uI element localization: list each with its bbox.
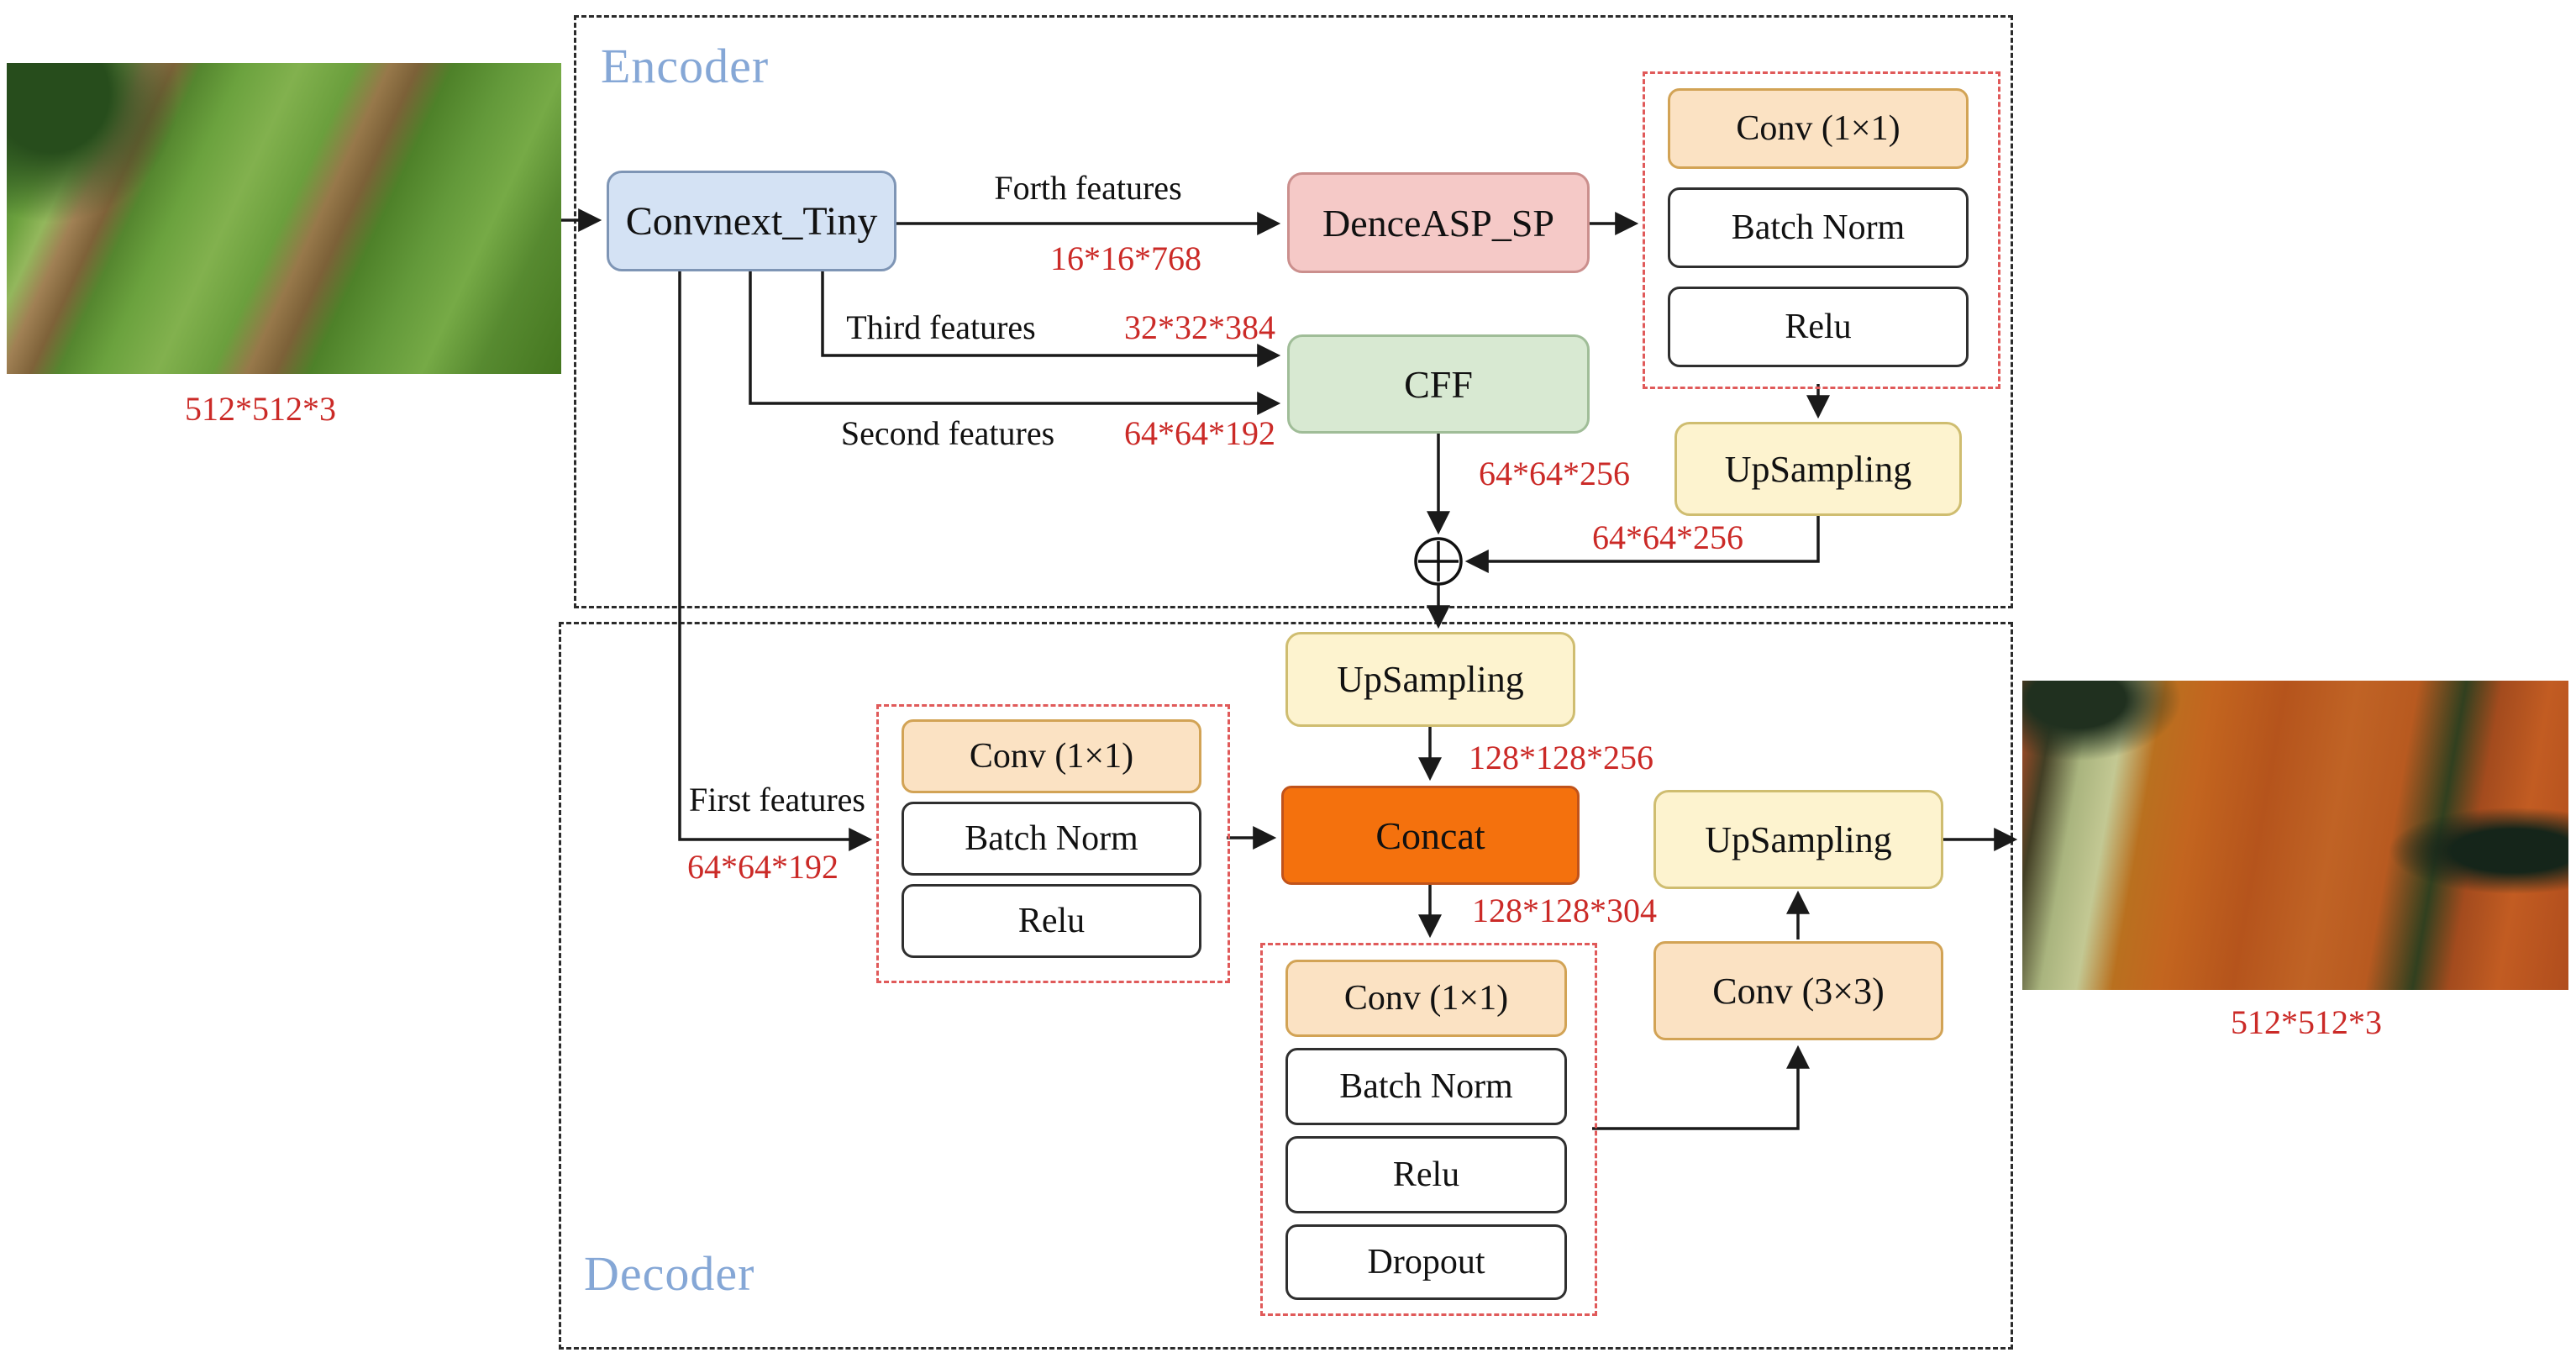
encoder-upsampling-out-dim: 64*64*256 bbox=[1592, 518, 1743, 556]
decoder-region bbox=[559, 622, 2013, 1350]
second-features-label: Second features bbox=[840, 414, 1055, 452]
output-photo bbox=[2022, 681, 2568, 990]
conv3x3-node: Conv (3×3) bbox=[1653, 941, 1943, 1040]
third-features-dim: 32*32*384 bbox=[1124, 308, 1275, 346]
cff-out-dim: 64*64*256 bbox=[1479, 455, 1630, 492]
encoder-title: Encoder bbox=[601, 39, 770, 93]
encoder-conv1x1-node: Conv (1×1) bbox=[1668, 88, 1969, 169]
backbone-node: Convnext_Tiny bbox=[607, 171, 896, 271]
decoder-title: Decoder bbox=[584, 1246, 755, 1301]
decoder-upsampling-node: UpSampling bbox=[1285, 632, 1575, 727]
encoder-relu-node: Relu bbox=[1668, 287, 1969, 367]
encoder-head-stack bbox=[1643, 71, 2000, 389]
first-features-stack bbox=[876, 704, 1230, 983]
decoder-upsampling-out-dim: 128*128*256 bbox=[1469, 739, 1653, 776]
decoder-dropout-node: Dropout bbox=[1285, 1224, 1567, 1300]
third-features-label: Third features bbox=[846, 308, 1036, 346]
first-features-dim: 64*64*192 bbox=[687, 848, 839, 886]
encoder-region bbox=[574, 15, 2013, 608]
concat-out-dim: 128*128*304 bbox=[1472, 892, 1657, 929]
input-photo bbox=[7, 63, 561, 374]
decoder-batchnorm-node: Batch Norm bbox=[1285, 1048, 1567, 1125]
first-batchnorm-node: Batch Norm bbox=[902, 802, 1201, 876]
concat-node: Concat bbox=[1281, 786, 1580, 885]
first-features-label: First features bbox=[689, 781, 865, 818]
denceasp-node: DenceASP_SP bbox=[1287, 172, 1590, 273]
forth-features-label: Forth features bbox=[994, 169, 1182, 207]
decoder-head-stack bbox=[1260, 943, 1597, 1316]
first-relu-node: Relu bbox=[902, 884, 1201, 958]
decoder-conv1x1-node: Conv (1×1) bbox=[1285, 960, 1567, 1037]
second-features-dim: 64*64*192 bbox=[1124, 414, 1275, 452]
encoder-upsampling-node: UpSampling bbox=[1674, 422, 1962, 516]
first-conv1x1-node: Conv (1×1) bbox=[902, 719, 1201, 793]
forth-features-dim: 16*16*768 bbox=[1050, 239, 1201, 277]
decoder-relu-node: Relu bbox=[1285, 1136, 1567, 1213]
final-upsampling-node: UpSampling bbox=[1653, 790, 1943, 889]
encoder-batchnorm-node: Batch Norm bbox=[1668, 187, 1969, 268]
input-image-caption: 512*512*3 bbox=[185, 390, 336, 428]
cff-node: CFF bbox=[1287, 334, 1590, 434]
output-image-caption: 512*512*3 bbox=[2231, 1003, 2382, 1041]
